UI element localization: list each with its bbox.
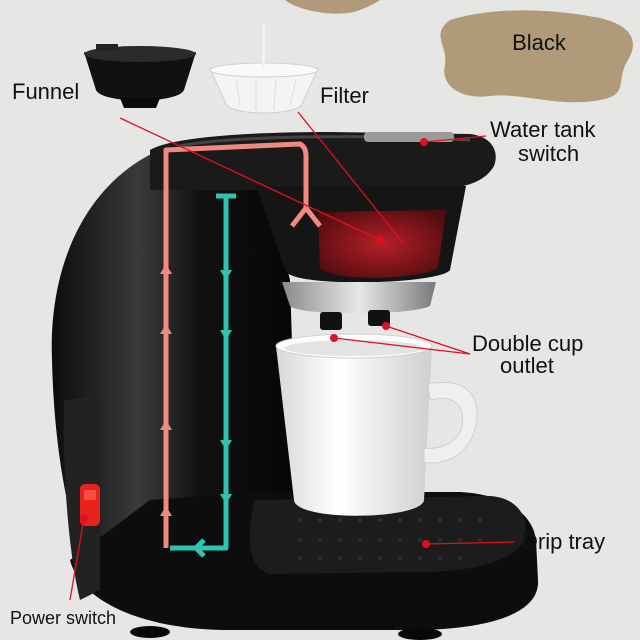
color-badge-label: Black [512, 30, 566, 55]
double-cup-outlet-label-line1: Double cup [472, 331, 584, 356]
double-cup-outlet-label-line2: outlet [500, 353, 554, 378]
funnel-label: Funnel [12, 79, 80, 104]
drip-tray-label: Drip tray [522, 529, 606, 554]
drip-tray-grid [298, 518, 482, 560]
water-tank-switch-label-line1: Water tank [490, 117, 596, 142]
steel-ring [282, 282, 436, 314]
cold-water-path [170, 193, 236, 558]
color-badge-top-blob [285, 0, 380, 14]
power-switch-label: Power switch [10, 608, 117, 628]
brew-chamber-window [318, 210, 446, 278]
leader-lines [69, 111, 515, 601]
funnel-part [84, 44, 196, 108]
color-badge-blob [440, 10, 633, 103]
filter-part [209, 24, 319, 114]
cold-water-arrows [220, 270, 232, 504]
water-tank-switch-label-line2: switch [518, 141, 580, 166]
white-mug [275, 333, 478, 516]
water-tank-switch-button [364, 132, 454, 142]
pointer-dots [80, 138, 430, 548]
drip-tray [249, 496, 526, 574]
machine-body [51, 150, 300, 600]
filter-label: Filter [320, 83, 369, 108]
hot-water-arrows [160, 264, 172, 516]
hot-water-path [163, 141, 322, 548]
